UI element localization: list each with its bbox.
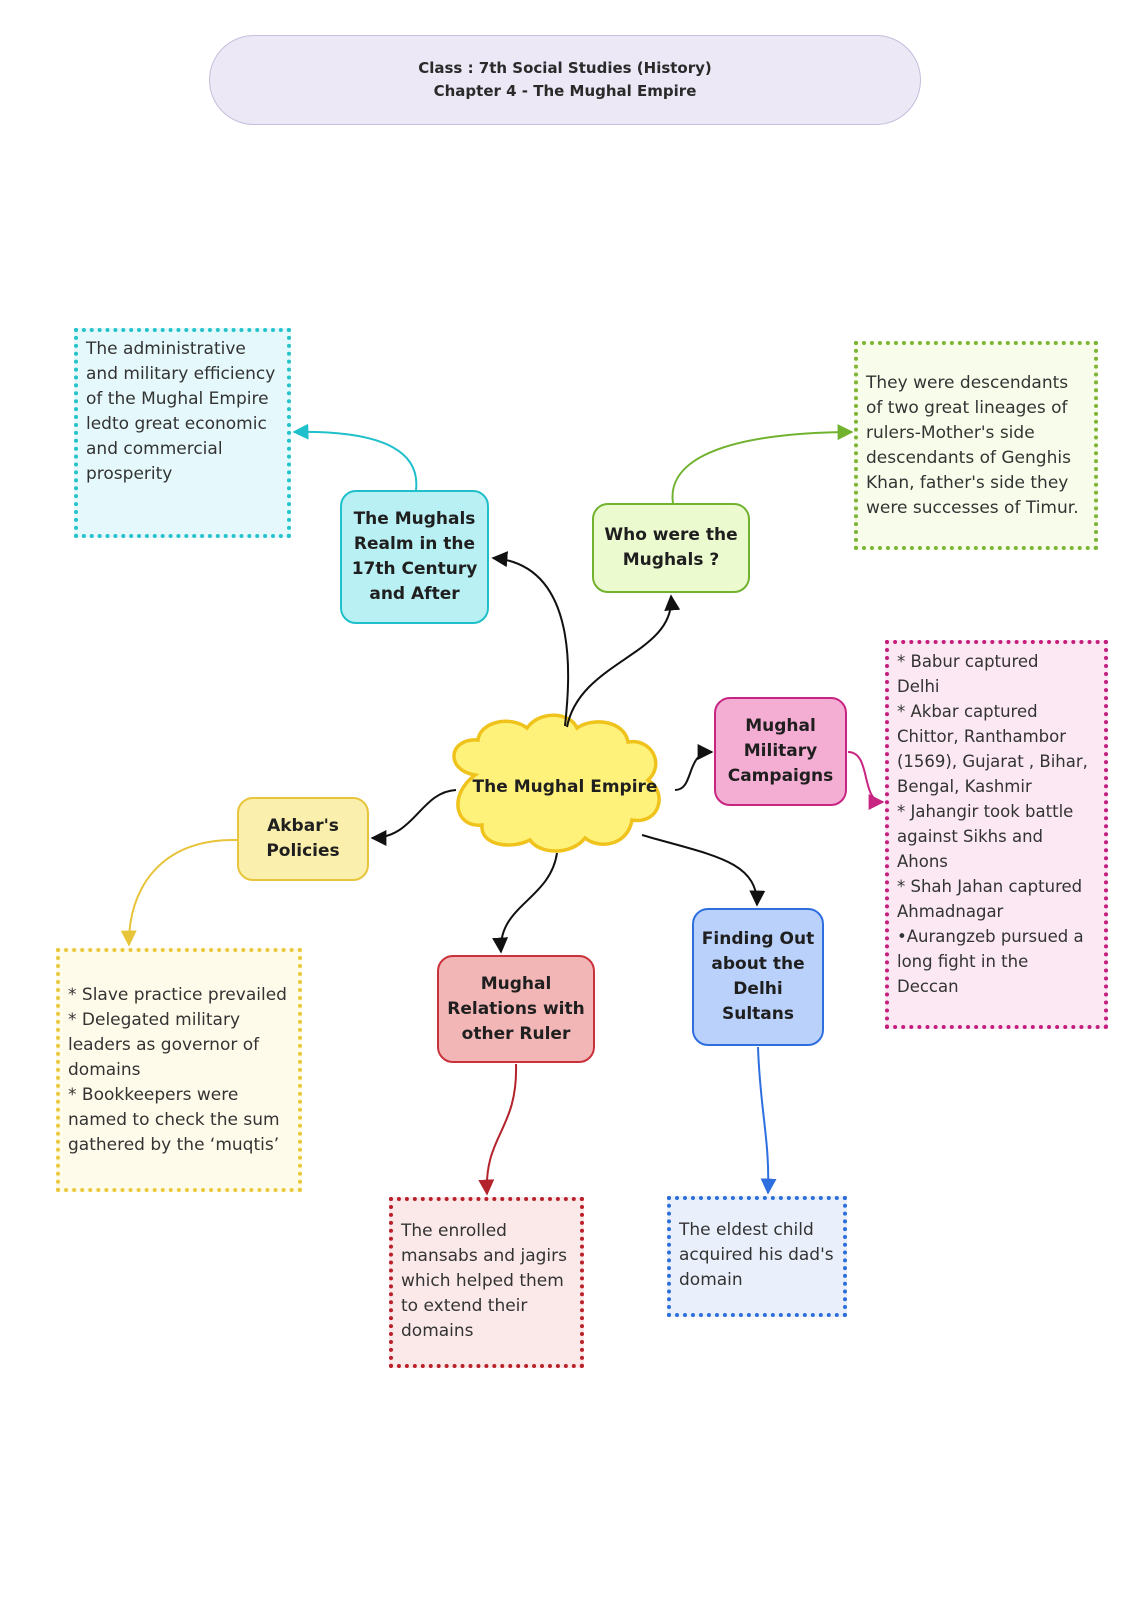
- link-center-realm: [491, 551, 570, 727]
- link-center-who: [566, 594, 681, 728]
- topic-military-campaigns: Mughal Military Campaigns: [714, 697, 847, 806]
- topic-who-were-mughals: Who were the Mughals ?: [592, 503, 750, 593]
- note-akbar-policies: * Slave practice prevailed * Delegated m…: [56, 948, 302, 1192]
- chapter-title: Chapter 4 - The Mughal Empire: [433, 82, 697, 100]
- note-military-campaigns: * Babur captured Delhi * Akbar captured …: [885, 640, 1108, 1029]
- note-finding-delhi-sultans: The eldest child acquired his dad's doma…: [667, 1196, 847, 1317]
- topic-relations-other-rulers: Mughal Relations with other Ruler: [437, 955, 595, 1063]
- link-center-finding: [641, 834, 766, 907]
- link-akbar-note: [120, 838, 238, 947]
- note-who-were-mughals: They were descendants of two great linea…: [854, 341, 1098, 550]
- note-relations-other-rulers: The enrolled mansabs and jagirs which he…: [389, 1197, 584, 1368]
- topic-mughal-realm: The Mughals Realm in the 17th Century an…: [340, 490, 489, 624]
- central-topic-mughal-empire: The Mughal Empire: [472, 776, 658, 797]
- link-who-note: [671, 424, 854, 504]
- link-realm-note: [292, 423, 418, 491]
- link-center-military: [674, 744, 714, 791]
- link-military-note: [847, 751, 885, 810]
- title-banner: Class : 7th Social Studies (History) Cha…: [209, 35, 921, 125]
- link-relations-note: [478, 1063, 518, 1196]
- link-center-relations: [492, 852, 558, 954]
- topic-finding-delhi-sultans: Finding Out about the Delhi Sultans: [692, 908, 824, 1046]
- topic-akbar-policies: Akbar's Policies: [237, 797, 369, 881]
- link-finding-note: [757, 1046, 777, 1195]
- central-cloud-shape: [452, 713, 661, 853]
- link-center-akbar: [370, 789, 457, 846]
- note-mughal-realm: The administrative and military efficien…: [74, 328, 291, 538]
- class-title: Class : 7th Social Studies (History): [418, 59, 712, 77]
